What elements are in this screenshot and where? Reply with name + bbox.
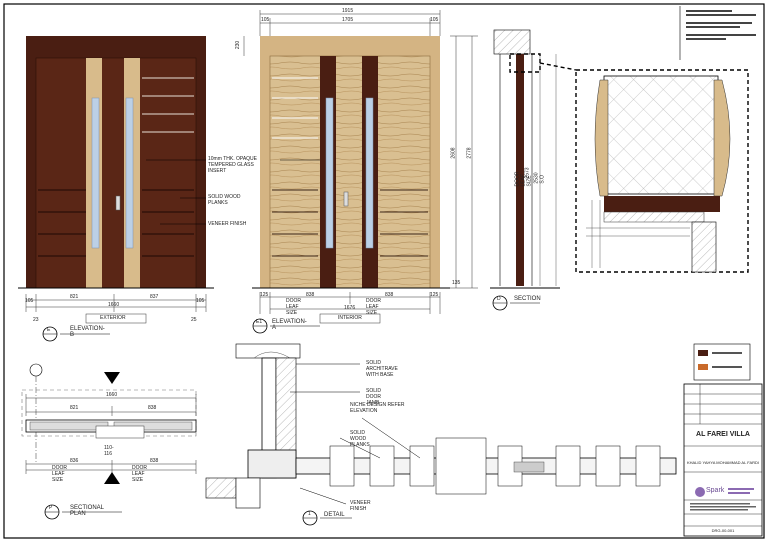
elevation-b-glass [91,97,100,249]
section-view [490,29,749,311]
door-handle-icon [343,191,349,207]
elev-b-side-label: EXTERIOR [100,315,126,321]
elev-a-dim: 105 [261,17,270,23]
elev-a-dim: 135 [452,280,461,286]
elev-a-dim: 1676 [344,305,356,311]
plan-marker-label: P [49,505,53,511]
plan-leaf-label: DOOR LEAF SIZE [52,465,67,483]
sheet-number: DRG-00-001 [711,528,735,533]
elev-a-dim: 838 [385,292,394,298]
brand-name: Spark [706,487,725,494]
plan-dim: 838 [148,405,157,411]
elev-a-leaf-label: DOOR LEAF SIZE [366,298,381,316]
elev-a-dim: 230 [235,40,242,50]
elevation-a-glass [325,97,334,249]
elev-a-side-label: INTERIOR [338,315,362,321]
elevation-a [146,10,478,334]
north-arrow-icon [104,372,120,384]
elev-a-dim: 125 [260,292,269,298]
elev-a-dim: 105 [430,17,439,23]
detail-label-planks: SOLID WOOD PLANKS [350,430,370,448]
elev-b-dim: 1660 [108,302,120,308]
plan-dim: 1660 [106,392,118,398]
plan-dim: 836 [70,458,79,464]
door-handle-icon [115,195,121,211]
plan-dim: 838 [150,458,159,464]
elev-a-dim: 838 [306,292,315,298]
section-door-leaf [516,54,524,286]
elev-a-dim: 2608 [450,147,457,159]
detail-view [205,343,677,526]
section-dim: 2530 S.O [533,172,546,184]
client-name: KHALID YAHYA MOHAMMAD AL FARDI [686,460,760,465]
detail-label-niche: NICHE DESIGN REFER ELEVATION [350,402,405,414]
section-dim: DOOR LEAF SIZE [514,171,533,187]
detail-label-jamb: SOLID DOOR JAMB [366,388,382,406]
detail-marker-label: 1 [308,511,311,517]
elev-a-caption: ELEVATION-A [272,319,307,331]
elev-a-dim: 1705 [342,17,354,23]
elev-b-dim: 105 [25,298,34,304]
plan-leaf-label: DOOR LEAF SIZE [132,465,147,483]
sectional-plan [21,363,197,520]
elev-a-dim: 2778 [466,147,473,159]
elev-b-dim: 821 [70,294,79,300]
detail-caption: DETAIL [324,512,345,518]
veneer-callout: VENEER FINISH [208,221,247,227]
glass-callout: 10mm THK. OPAQUE TEMPERED GLASS INSERT [208,156,257,174]
brand-logo-icon [695,487,705,497]
sheet-border [3,3,765,539]
elevation-b-glass [125,97,134,249]
elev-b-dim: 837 [150,294,159,300]
plan-dim: 821 [70,405,79,411]
project-title: AL FAREI VILLA [696,431,750,438]
title-block [679,6,763,537]
section-marker-label: D [497,296,501,302]
detail-label-architrave: SOLID ARCHITRAVE WITH BASE [366,360,398,378]
detail-label-veneer: VENEER FINISH [350,500,371,512]
elev-a-marker-label: E1 [256,319,263,325]
elev-b-dim: 25 [191,317,197,323]
plan-caption: SECTIONAL PLAN [70,505,104,517]
elevation-b [18,36,214,342]
elev-b-dim: 23 [33,317,39,323]
elev-a-dim: 1915 [342,8,354,14]
elevation-a-glass [365,97,374,249]
elev-b-dim: 105 [196,298,205,304]
wood-callout: SOLID WOOD PLANKS [208,194,241,206]
plan-dim: 110-116 [104,445,114,457]
elev-a-dim: 125 [430,292,439,298]
elev-a-leaf-label: DOOR LEAF SIZE [286,298,301,316]
elev-b-caption: ELEVATION-B [70,326,105,338]
elev-b-marker-label: E [47,327,51,333]
section-caption: SECTION [514,296,541,302]
